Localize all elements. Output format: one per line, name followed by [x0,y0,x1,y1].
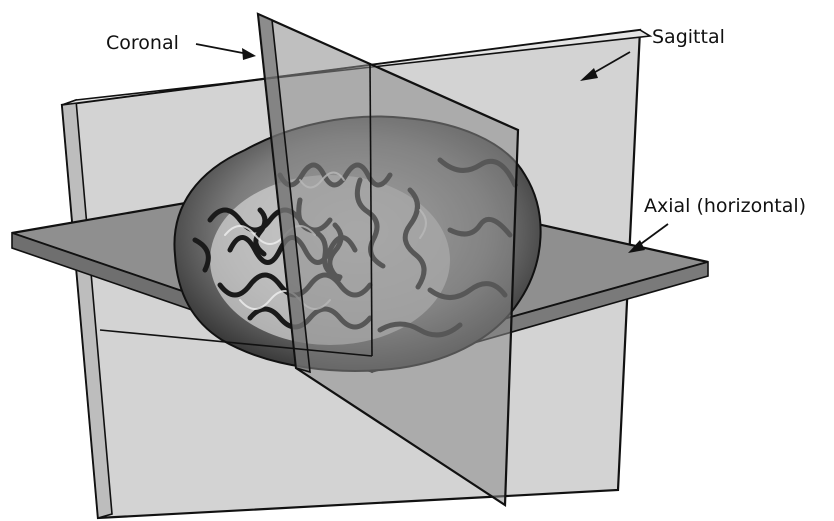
coronal-arrowhead [242,48,256,60]
sagittal-label: Sagittal [652,26,725,48]
coronal-label: Coronal [106,32,179,54]
coronal-label-group: Coronal [106,32,256,60]
axial-label-group: Axial (horizontal) [628,195,806,253]
axial-label: Axial (horizontal) [644,195,806,217]
